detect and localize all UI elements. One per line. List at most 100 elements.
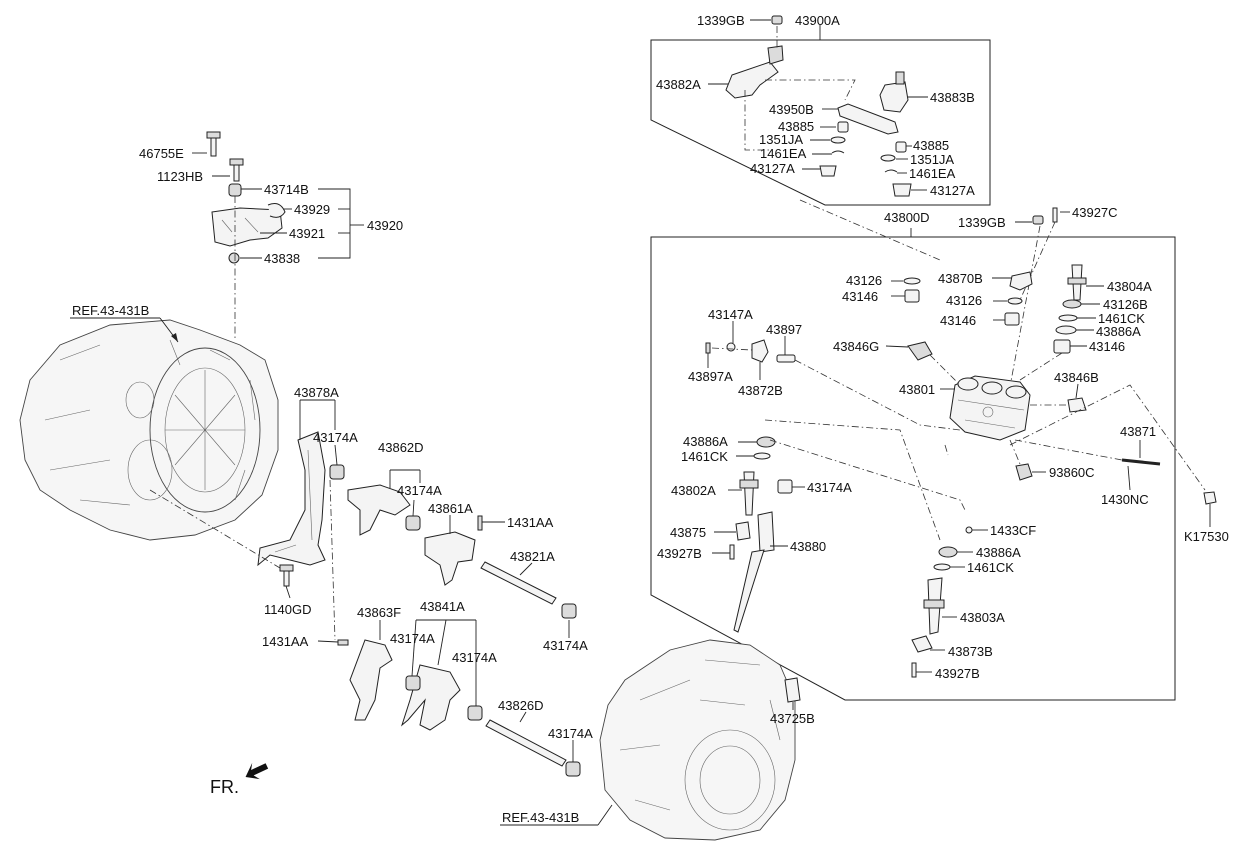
- label-43146-right: 43146: [1089, 339, 1125, 354]
- washer-43126-left: [903, 277, 921, 285]
- centerline: [711, 347, 753, 351]
- label-1431AA-left: 1431AA: [262, 634, 309, 649]
- bushing-43174A-7: [777, 479, 793, 494]
- bushing-43174A-3: [561, 603, 577, 619]
- label-1123HB: 1123HB: [157, 169, 203, 184]
- label-43886A-left: 43886A: [683, 434, 728, 449]
- pin-43897A: [705, 342, 711, 354]
- transmission-housing-lower: [599, 639, 796, 841]
- shaft-43804A: [1067, 264, 1087, 301]
- label-43126-mid: 43126: [946, 293, 982, 308]
- bushing-43174A-4: [405, 675, 421, 691]
- bushing-43174A: [329, 464, 345, 480]
- label-43802A: 43802A: [671, 483, 716, 498]
- label-1461CK-tr: 1461CK: [1098, 311, 1145, 326]
- label-1461CK-left: 1461CK: [681, 449, 728, 464]
- seal-43886A-b: [938, 546, 958, 558]
- front-arrow-icon: [245, 762, 269, 780]
- label-93860C: 93860C: [1049, 465, 1095, 480]
- seal-43886A-left: [756, 436, 776, 448]
- label-ref-bottom: REF.43-431B: [502, 810, 579, 825]
- block-43873B: [911, 635, 933, 653]
- shift-rail-43821A: [480, 561, 577, 619]
- lever-43882A: [725, 45, 784, 99]
- label-43821A: 43821A: [510, 549, 555, 564]
- centerline: [794, 359, 961, 431]
- label-43127A-left: 43127A: [750, 161, 795, 176]
- pin-1431AA-2: [337, 639, 349, 646]
- label-43725B: 43725B: [770, 711, 815, 726]
- label-43950B: 43950B: [769, 102, 814, 117]
- label-43882A: 43882A: [656, 77, 701, 92]
- centerline: [929, 354, 961, 386]
- label-43927B-left: 43927B: [657, 546, 702, 561]
- leader: [885, 345, 909, 348]
- shaft-43880: [733, 511, 775, 633]
- centerline: [744, 90, 770, 151]
- label-43846G: 43846G: [833, 339, 879, 354]
- plate-43921: [211, 207, 283, 247]
- label-43878A: 43878A: [294, 385, 339, 400]
- label-43870B: 43870B: [938, 271, 983, 286]
- label-43146-left: 43146: [842, 289, 878, 304]
- nut-1339GB-top: [771, 15, 783, 25]
- bolt-43927B-left: [729, 544, 735, 560]
- shift-fork-43862D: [347, 484, 421, 536]
- label-1339GB-top: 1339GB: [697, 13, 745, 28]
- label-ref-top: REF.43-431B: [72, 303, 149, 318]
- label-1461CK-b: 1461CK: [967, 560, 1014, 575]
- shift-fork-43878A: [257, 431, 345, 567]
- label-43127A-right: 43127A: [930, 183, 975, 198]
- washer-1351JA-right: [880, 154, 896, 162]
- label-1351JA-left: 1351JA: [759, 132, 803, 147]
- label-43146-mid: 43146: [940, 313, 976, 328]
- spring-43897: [776, 354, 796, 363]
- bushing-43714B: [228, 183, 242, 197]
- washer-1351JA-left: [830, 136, 846, 144]
- centerline: [769, 439, 966, 511]
- housing-43801: [949, 375, 1031, 441]
- bushing-43174A-2: [405, 515, 421, 531]
- label-1431AA-right: 1431AA: [507, 515, 554, 530]
- label-43900A: 43900A: [795, 13, 840, 28]
- label-43897A: 43897A: [688, 369, 733, 384]
- bushing-43174A-5: [467, 705, 483, 721]
- shift-fork-43841A: [401, 664, 483, 731]
- clip-1461EA-right: [884, 169, 898, 173]
- label-43873B: 43873B: [948, 644, 993, 659]
- centerline: [1009, 384, 1206, 491]
- bolt-head-46755E: [206, 131, 221, 139]
- bushing-43146-mid: [1004, 312, 1020, 326]
- centerline: [944, 444, 949, 456]
- label-43880: 43880: [790, 539, 826, 554]
- label-43800D: 43800D: [884, 210, 930, 225]
- label-43885-left: 43885: [778, 119, 814, 134]
- label-43804A: 43804A: [1107, 279, 1152, 294]
- label-front: FR.: [210, 777, 239, 797]
- pin-1431AA: [477, 515, 483, 531]
- label-43927B-right: 43927B: [935, 666, 980, 681]
- centerline: [799, 199, 941, 261]
- label-43897: 43897: [766, 322, 802, 337]
- leader: [412, 499, 415, 517]
- link-43950B: [837, 103, 899, 135]
- centerline: [1019, 221, 1056, 301]
- label-43927C: 43927C: [1072, 205, 1118, 220]
- block-43875: [735, 521, 751, 541]
- plug-K17530: [1203, 491, 1217, 505]
- label-43886A-b: 43886A: [976, 545, 1021, 560]
- centerline: [329, 479, 336, 641]
- label-1430NC: 1430NC: [1101, 492, 1149, 507]
- cap-43127A-right: [892, 183, 912, 197]
- label-43920: 43920: [367, 218, 403, 233]
- bolt-43927B-right: [911, 662, 917, 678]
- shift-fork-43861A: [424, 515, 483, 586]
- label-43861A: 43861A: [428, 501, 473, 516]
- label-43841A: 43841A: [420, 599, 465, 614]
- leader: [317, 640, 339, 643]
- pin-1433CF: [965, 526, 973, 534]
- label-43883B: 43883B: [930, 90, 975, 105]
- label-43871: 43871: [1120, 424, 1156, 439]
- clip-1461CK-left: [753, 452, 771, 460]
